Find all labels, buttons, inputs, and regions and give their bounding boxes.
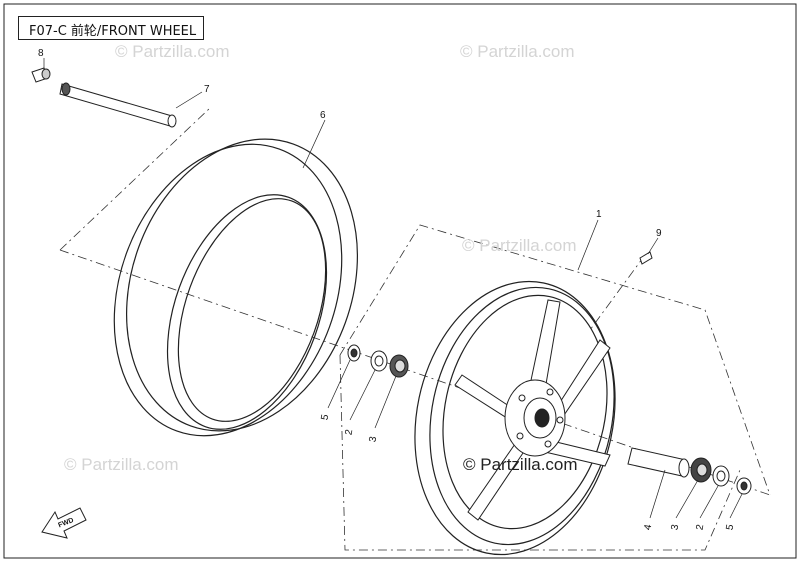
callout-numbers: 1 2 3 4 5 6 7 8 9 5 2 3 [38, 48, 736, 531]
callout-5-right: 5 [725, 523, 737, 531]
forward-direction-arrow [41, 507, 87, 539]
valve-part-9 [639, 251, 653, 265]
callout-1: 1 [596, 209, 602, 220]
left-hub-parts [347, 344, 409, 378]
callout-4: 4 [643, 523, 655, 531]
callout-3: 3 [368, 435, 380, 443]
callout-5: 5 [320, 413, 332, 421]
page-frame [3, 3, 797, 559]
right-hub-parts [627, 447, 752, 495]
tire-part-6 [113, 138, 358, 437]
wheel-hub [504, 379, 566, 457]
wheel-rim-part-1 [414, 280, 616, 556]
axle-part-7 [59, 82, 177, 128]
dashed-guide-lines [59, 107, 771, 551]
callout-9: 9 [656, 228, 662, 239]
collar-part-8 [31, 67, 51, 83]
watermark-top-right: © Partzilla.com [460, 42, 575, 61]
callout-7: 7 [204, 84, 210, 95]
callout-8: 8 [38, 48, 44, 59]
title-box: F07-C 前轮/FRONT WHEEL [18, 16, 204, 40]
watermark-mid: © Partzilla.com [462, 236, 577, 255]
wheel-spokes [454, 299, 611, 521]
callout-3-right: 3 [670, 523, 682, 531]
diagram-title: F07-C 前轮/FRONT WHEEL [29, 24, 197, 39]
watermark-center: © Partzilla.com [463, 455, 578, 474]
callout-leader-lines [43, 58, 743, 519]
watermark-top-left: © Partzilla.com [115, 42, 230, 61]
callout-2-right: 2 [695, 523, 707, 531]
watermark-bottom-left: © Partzilla.com [64, 455, 179, 474]
callout-2: 2 [344, 428, 356, 436]
callout-6: 6 [320, 110, 326, 121]
